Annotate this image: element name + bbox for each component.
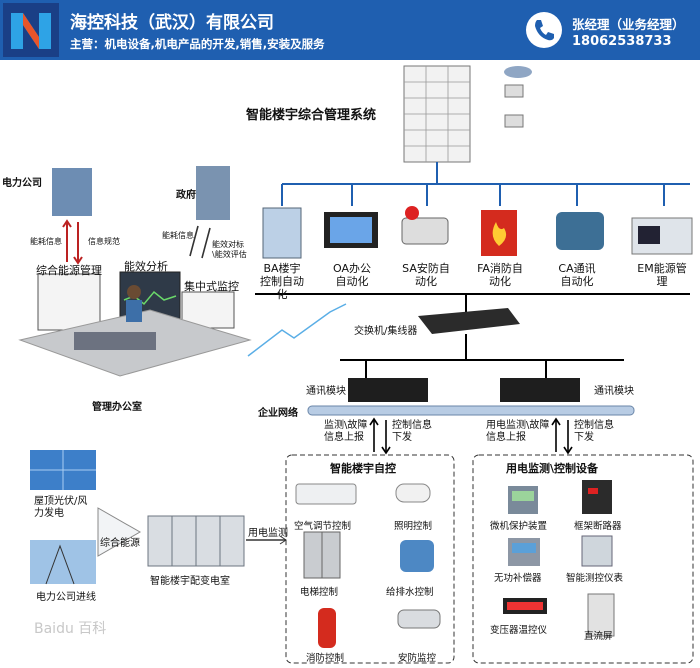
energy-mgmt-label: 综合能源管理: [36, 264, 102, 277]
energy-info-right-label: 能耗信息: [162, 231, 194, 240]
solar-label: 屋顶光伏/风力发电: [34, 496, 88, 519]
big-arrow: [97, 507, 142, 557]
business-scope: 主营：机电设备,机电产品的开发,销售,安装及服务: [70, 37, 325, 51]
switch-label: 交换机/集线器: [354, 326, 418, 337]
phone-icon: [526, 12, 562, 48]
water-label: 给排水控制: [386, 587, 434, 598]
contact-name: 张经理（业务经理）: [572, 17, 685, 32]
power-monitor-title: 用电监测\控制设备: [506, 462, 599, 475]
right-down-label: 控制信息下发: [574, 420, 614, 443]
building-graphic: [403, 65, 532, 163]
subsystem-ba: BA楼宇控制自动化: [260, 262, 304, 301]
comm-module-left-label: 通讯模块: [306, 386, 346, 397]
subsystem-em: EM能源管理: [637, 262, 687, 288]
efficiency-compare-label: 能效对标\能效评估: [212, 240, 247, 259]
government-label: 政府: [176, 190, 196, 201]
system-title: 智能楼宇综合管理系统: [246, 108, 377, 123]
government-building-icon: [196, 166, 230, 220]
security-label: 安防监控: [398, 653, 437, 664]
header-banner: 海控科技（武汉）有限公司 主营：机电设备,机电产品的开发,销售,安装及服务 张经…: [0, 0, 700, 60]
left-down-label: 控制信息下发: [392, 420, 432, 443]
switch-icon: [418, 308, 520, 334]
fire-label: 消防控制: [306, 653, 345, 664]
energy-mgmt-panel: [37, 273, 101, 331]
power-monitor-label: 用电监测: [248, 528, 288, 539]
ca-monitor-icon: [556, 212, 604, 250]
company-logo: [3, 3, 59, 57]
info-norms-label: 信息规范: [88, 237, 120, 246]
breaker-icon: [582, 480, 612, 514]
watermark: Baidu 百科: [34, 621, 107, 637]
contact-phone: 18062538733: [572, 34, 672, 49]
dc-label: 直流屏: [584, 631, 613, 642]
efficiency-analysis-label: 能效分析: [124, 260, 168, 273]
operator-person: [127, 285, 141, 299]
integrated-energy-label: 综合能源: [100, 538, 140, 549]
meter-icon: [581, 535, 613, 567]
power-tower-icon: [30, 540, 96, 584]
lighting-label: 照明控制: [394, 521, 433, 532]
system-diagram: [18, 65, 694, 664]
building-control-box: [285, 454, 455, 664]
sa-camera-icon: [401, 217, 449, 245]
building-control-title: 智能楼宇自控: [330, 462, 396, 475]
enterprise-network-label: 企业网络: [258, 408, 298, 419]
energy-info-left-label: 能耗信息: [30, 237, 62, 246]
comm-module-left-icon: [348, 378, 428, 402]
company-name: 海控科技（武汉）有限公司: [70, 13, 274, 33]
power-monitor-box: [472, 454, 694, 664]
subsystem-sa: SA安防自动化: [402, 262, 450, 288]
grid-label: 电力公司进线: [36, 592, 96, 603]
left-up-label: 监测\故障信息上报: [324, 420, 368, 443]
light-icon: [395, 483, 431, 503]
comm-module-right-icon: [500, 378, 580, 402]
water-pump-icon: [400, 540, 434, 572]
power-company-building-icon: [52, 168, 92, 216]
subsystem-fa: FA消防自动化: [477, 262, 523, 288]
meter-label: 智能测控仪表: [566, 573, 624, 584]
var-label: 无功补偿器: [494, 573, 542, 584]
subsystem-ca: CA通讯自动化: [558, 262, 596, 288]
ac-label: 空气调节控制: [294, 521, 352, 532]
comm-module-right-label: 通讯模块: [594, 386, 634, 397]
central-monitor-label: 集中式监控: [184, 280, 239, 293]
ac-icon: [295, 483, 357, 505]
extinguisher-icon: [318, 608, 336, 648]
right-up-label: 用电监测\故障信息上报: [486, 420, 550, 443]
dc-panel-icon: [587, 593, 615, 637]
ba-server-icon: [262, 207, 302, 259]
power-room-label: 智能楼宇配变电室: [150, 576, 230, 587]
security-camera-icon: [397, 609, 441, 629]
wireless-link: [247, 303, 347, 357]
subsystem-oa: OA办公自动化: [333, 262, 371, 288]
temp-label: 变压器温控仪: [490, 625, 548, 636]
relay-label: 微机保护装置: [490, 521, 548, 532]
breaker-label: 框架断路器: [574, 521, 622, 532]
office-label: 管理办公室: [92, 402, 142, 413]
power-company-label: 电力公司: [2, 178, 42, 189]
enterprise-network-bar: [307, 405, 635, 416]
office-desk: [74, 332, 156, 350]
elevator-label: 电梯控制: [300, 587, 339, 598]
